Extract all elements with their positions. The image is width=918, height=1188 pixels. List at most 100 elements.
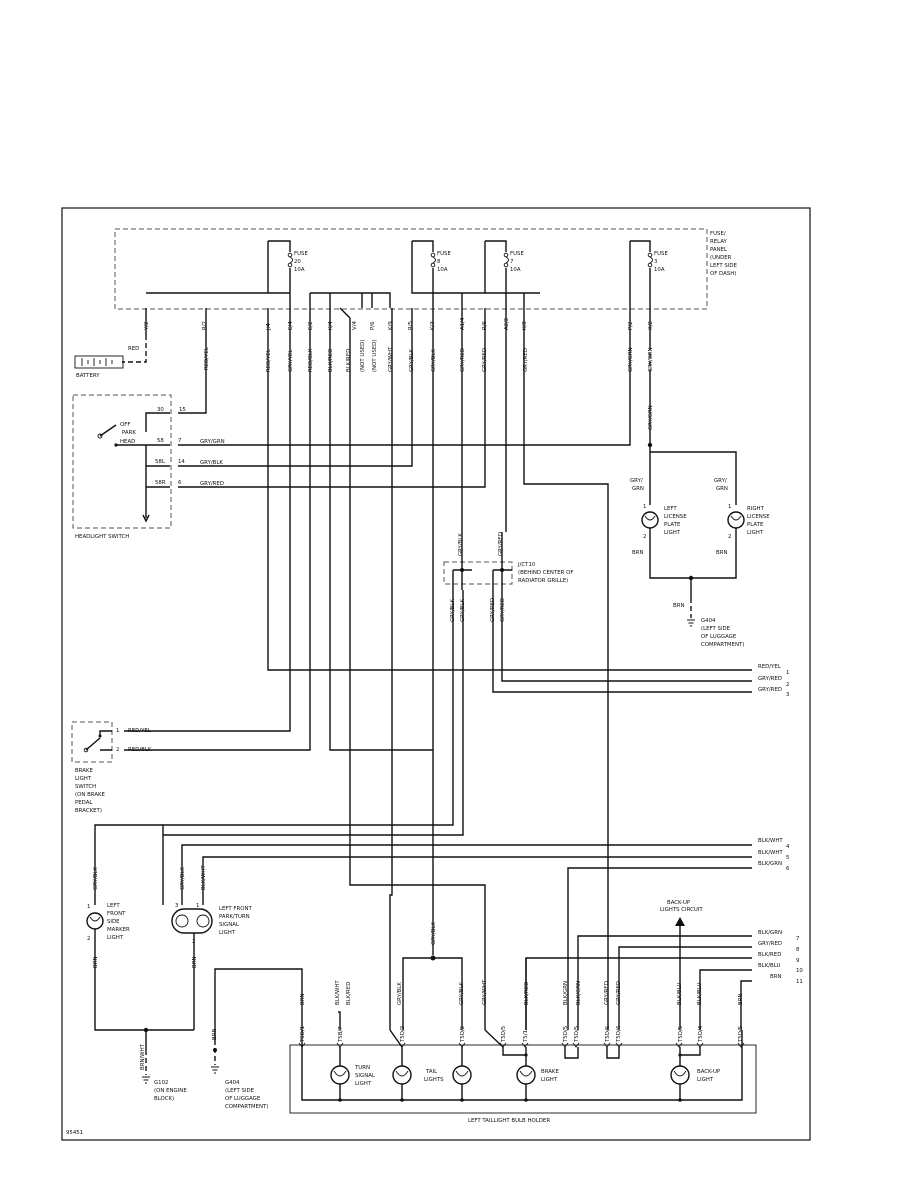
svg-text:LIGHT: LIGHT: [541, 1077, 558, 1083]
svg-text:BRN: BRN: [632, 550, 643, 556]
fuse-7: FUSE 7 10A: [503, 251, 524, 273]
svg-text:GRY/RED: GRY/RED: [200, 481, 224, 487]
backup-lights-circuit: BACK-UP LIGHTS CIRCUIT: [660, 900, 703, 913]
svg-text:RED/YEL: RED/YEL: [128, 728, 151, 734]
svg-text:GRY/: GRY/: [714, 478, 727, 484]
svg-text:BACK-UP: BACK-UP: [697, 1069, 721, 1075]
svg-text:BLK/BLU: BLK/BLU: [697, 983, 703, 1005]
svg-text:RED: RED: [128, 346, 139, 352]
svg-text:GRY/BLK: GRY/BLK: [431, 349, 437, 372]
svg-text:T5D/5: T5D/5: [563, 1026, 569, 1043]
svg-text:BLK/RED: BLK/RED: [328, 349, 334, 372]
svg-text:Y/2: Y/2: [144, 321, 150, 331]
svg-text:BLK/RED: BLK/RED: [346, 982, 352, 1005]
svg-text:GRY/RED: GRY/RED: [460, 348, 466, 372]
wire-gry-grn-sw: [178, 308, 631, 446]
svg-text:5: 5: [786, 855, 789, 861]
svg-text:BRN: BRN: [212, 1029, 218, 1040]
svg-text:58R: 58R: [155, 480, 166, 486]
svg-text:GRY/RED: GRY/RED: [500, 598, 506, 622]
svg-text:SWITCH: SWITCH: [75, 784, 96, 790]
svg-text:RED/YEL: RED/YEL: [266, 349, 272, 372]
wire-gry-red-sw: [178, 308, 486, 488]
svg-text:GRY/GRN: GRY/GRN: [628, 347, 634, 372]
left-front-park-turn-light: GRY/BLK BLK/WHT 3 1 2 LEFT FRONT PARK/TU…: [171, 865, 253, 968]
jct10-box: [443, 561, 513, 585]
svg-text:BLK/WHT: BLK/WHT: [201, 865, 207, 890]
svg-text:BLK/BLU: BLK/BLU: [677, 983, 683, 1005]
svg-text:GRY/BLK: GRY/BLK: [459, 982, 465, 1005]
svg-text:PLATE: PLATE: [747, 522, 764, 528]
fuse-terminals: Y/2 R/2 J/4 E/4 E/2 K/4 V/4 P/6 K/9 R/5 …: [144, 317, 654, 331]
svg-text:10A: 10A: [294, 267, 305, 273]
svg-text:BLK/GRN: BLK/GRN: [563, 981, 569, 1005]
svg-text:(BEHIND CENTER OF: (BEHIND CENTER OF: [518, 570, 573, 576]
svg-text:LEFT FRONT: LEFT FRONT: [219, 906, 253, 912]
svg-text:2: 2: [116, 747, 119, 753]
svg-text:GRY/GRN: GRY/GRN: [648, 347, 654, 372]
svg-text:BRAKE: BRAKE: [541, 1069, 559, 1075]
svg-text:RELAY: RELAY: [710, 239, 728, 245]
headlight-switch-box: [72, 394, 172, 529]
svg-text:LIGHT: LIGHT: [664, 530, 681, 536]
svg-text:E/2: E/2: [308, 321, 314, 330]
svg-text:(LEFT SIDE: (LEFT SIDE: [701, 626, 731, 632]
svg-text:A2/2: A2/2: [504, 318, 510, 330]
svg-text:BLK/GRN: BLK/GRN: [758, 861, 782, 867]
svg-text:9: 9: [796, 958, 800, 964]
svg-text:T5D/5: T5D/5: [738, 1026, 744, 1043]
svg-text:GRY/RED: GRY/RED: [758, 676, 782, 682]
fuse-wire-labels: RED RED/YEL RED/YEL GRY/YEL RED/BLK BLK/…: [128, 340, 654, 372]
svg-text:FRONT: FRONT: [107, 911, 126, 917]
svg-text:BLK/GRN: BLK/GRN: [576, 981, 582, 1005]
svg-text:OF LUGGAGE: OF LUGGAGE: [225, 1096, 261, 1102]
svg-text:1: 1: [786, 670, 789, 676]
svg-text:LIGHT: LIGHT: [355, 1081, 372, 1087]
svg-text:E/4: E/4: [288, 321, 294, 330]
svg-text:J/4: J/4: [266, 323, 272, 331]
svg-text:(ON ENGINE: (ON ENGINE: [154, 1088, 187, 1094]
svg-text:SIGNAL: SIGNAL: [219, 922, 239, 928]
headlight-switch-label: HEADLIGHT SWITCH: [75, 534, 129, 540]
svg-text:K/4: K/4: [328, 321, 334, 330]
svg-text:1: 1: [116, 728, 119, 734]
svg-text:LIGHT: LIGHT: [219, 930, 236, 936]
svg-text:T5D/5: T5D/5: [574, 1026, 580, 1043]
svg-text:G102: G102: [154, 1080, 168, 1086]
svg-text:PARK: PARK: [122, 430, 136, 436]
svg-text:GRY/RED: GRY/RED: [758, 941, 782, 947]
svg-text:7: 7: [178, 438, 181, 444]
svg-text:8: 8: [437, 259, 441, 265]
svg-text:BRN/WHT: BRN/WHT: [140, 1043, 146, 1070]
svg-text:PEDAL: PEDAL: [75, 800, 92, 806]
svg-text:X/2: X/2: [648, 321, 654, 330]
svg-text:T5D/4: T5D/4: [616, 1025, 622, 1043]
svg-text:PARK/TURN: PARK/TURN: [219, 914, 250, 920]
svg-text:K/8: K/8: [522, 321, 528, 330]
svg-text:P/2: P/2: [628, 322, 634, 331]
fuse-relay-panel: [114, 228, 708, 310]
wire-gry-red-out2: [501, 590, 752, 682]
svg-text:T5D/2: T5D/2: [460, 1026, 466, 1043]
svg-text:(ON BRAKE: (ON BRAKE: [75, 792, 106, 798]
svg-text:BRN: BRN: [192, 957, 198, 968]
left-license-plate-light: GRY/ GRN 1 2 LEFT LICENSE PLATE LIGHT BR…: [630, 478, 687, 556]
svg-text:T5B/7: T5B/7: [338, 1026, 344, 1043]
svg-text:LIGHT: LIGHT: [747, 530, 764, 536]
svg-text:RED/YEL: RED/YEL: [204, 347, 210, 370]
wire-gry-blk-sw: [178, 308, 413, 467]
svg-text:RIGHT: RIGHT: [747, 506, 765, 512]
svg-text:GRY/GRN: GRY/GRN: [648, 405, 654, 430]
svg-text:BLK/GRN: BLK/GRN: [758, 930, 782, 936]
svg-text:30: 30: [157, 407, 164, 413]
svg-text:R/2: R/2: [202, 321, 208, 330]
svg-text:RED/BLK: RED/BLK: [308, 348, 314, 372]
svg-text:COMPARTMENT): COMPARTMENT): [701, 642, 744, 648]
g102-ground: BRN/WHT G102 (ON ENGINE BLOCK): [140, 1043, 187, 1102]
svg-text:2: 2: [786, 682, 789, 688]
svg-text:T5D/5: T5D/5: [678, 1026, 684, 1043]
svg-text:LICENSE: LICENSE: [747, 514, 770, 520]
svg-text:FUSE/: FUSE/: [710, 231, 726, 237]
svg-text:HEAD: HEAD: [120, 439, 135, 445]
